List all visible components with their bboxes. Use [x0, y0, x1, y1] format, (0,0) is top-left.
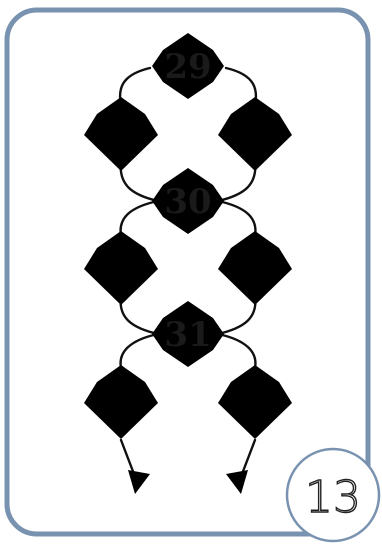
bead-label-29: 29: [164, 47, 211, 87]
step-number: 13: [305, 472, 361, 523]
bead-label-31: 31: [164, 315, 211, 355]
step-number-badge: 13: [287, 449, 379, 541]
bead-label-30: 30: [164, 182, 211, 222]
